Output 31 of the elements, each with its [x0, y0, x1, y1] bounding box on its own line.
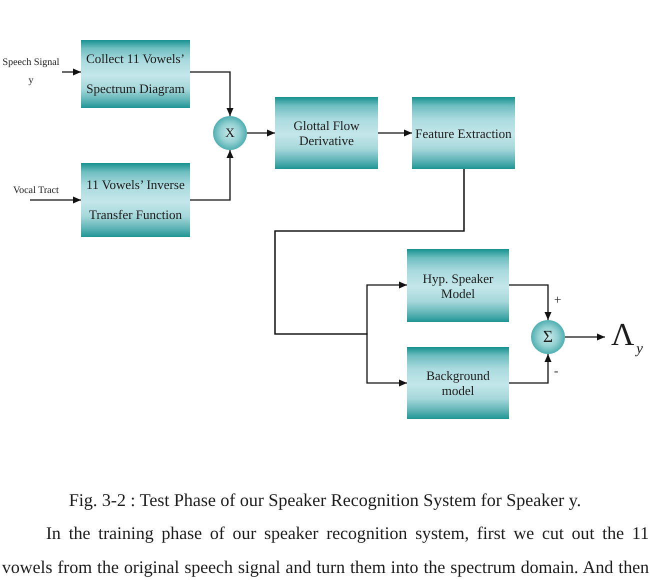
operator-symbol: X	[225, 126, 235, 140]
box-label: Hyp. Speaker Model	[422, 270, 494, 300]
box-label: Feature Extraction	[415, 126, 512, 140]
input-label: Speech Signal y	[0, 54, 62, 90]
process-box	[275, 97, 378, 169]
multiplier-circle	[213, 116, 247, 150]
input-label: Vocal Tract	[10, 182, 62, 200]
summing-circle	[531, 320, 565, 354]
arrow	[62, 68, 81, 76]
arrow	[509, 284, 552, 320]
arrow	[565, 334, 605, 340]
arrow	[378, 130, 412, 136]
arrow	[190, 150, 234, 201]
arrow	[509, 354, 552, 384]
figure-caption: Fig. 3-2 : Test Phase of our Speaker Recognition System for Speaker y.	[68, 489, 582, 511]
box-label: Glottal Flow Derivative	[292, 118, 361, 148]
arrow	[247, 130, 275, 136]
process-box	[407, 347, 509, 419]
body-paragraph: In the training phase of our speaker recognition system, first we cut out the 11 vowels from the original speech signal and turn them into the spectrum domain. And then	[2, 522, 649, 579]
box-label: 11 Vowels’ Inverse Transfer Function	[85, 176, 186, 224]
output-label: Λ$_{y}$	[605, 316, 649, 356]
operator-symbol: Σ	[543, 328, 553, 346]
process-box	[412, 97, 515, 169]
process-box	[81, 40, 190, 108]
box-label: Background model	[425, 368, 491, 398]
box-label: Collect 11 Vowels’ Spectrum Diagram	[85, 50, 186, 98]
process-box	[81, 163, 190, 237]
arrow	[190, 71, 234, 116]
process-box	[407, 249, 509, 322]
arrow	[30, 196, 81, 204]
arrow	[274, 169, 465, 386]
